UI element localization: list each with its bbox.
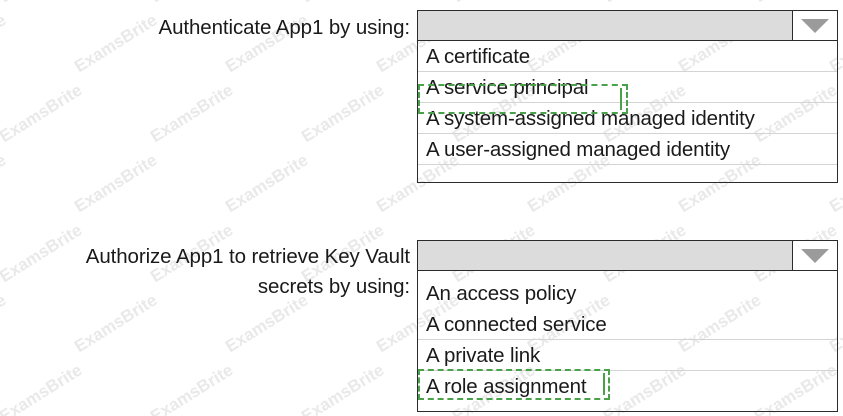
prompt-label-authenticate: Authenticate App1 by using: <box>20 13 411 43</box>
chevron-down-icon[interactable] <box>801 248 829 263</box>
dropdown-authorize-keyvault[interactable]: An access policy A connected service A p… <box>417 240 838 412</box>
prompt-label-line: secrets by using: <box>257 275 410 298</box>
dropdown-selected-value-authenticate[interactable] <box>418 11 793 40</box>
selection-text-caret <box>620 88 622 110</box>
dropdown-toggle-authorize[interactable] <box>793 241 837 270</box>
dropdown-header-authorize[interactable] <box>418 241 837 271</box>
dropdown-authenticate-app1[interactable]: A certificate A service principal A syst… <box>417 10 838 183</box>
dropdown-option[interactable]: A role assignment <box>426 375 587 398</box>
chevron-down-icon[interactable] <box>801 18 829 33</box>
prompt-label-line: Authenticate App1 by using: <box>158 16 411 39</box>
selection-text-caret <box>603 373 605 395</box>
dropdown-header-authenticate[interactable] <box>418 11 837 41</box>
dropdown-toggle-authenticate[interactable] <box>793 11 837 40</box>
dropdown-selected-value-authorize[interactable] <box>418 241 793 270</box>
dropdown-option[interactable]: A connected service <box>418 309 837 340</box>
dropdown-options-authorize[interactable]: An access policy A connected service A p… <box>418 271 837 402</box>
dropdown-option[interactable]: A user-assigned managed identity <box>418 134 837 165</box>
dropdown-option[interactable]: A certificate <box>418 41 837 72</box>
dropdown-option[interactable]: A private link <box>418 340 837 371</box>
prompt-label-line: Authorize App1 to retrieve Key Vault <box>85 245 410 268</box>
dropdown-list-spacer <box>418 165 837 187</box>
prompt-label-authorize: Authorize App1 to retrieve Key Vault sec… <box>20 242 410 302</box>
dropdown-option[interactable]: A system-assigned managed identity <box>418 103 837 134</box>
dropdown-option[interactable]: An access policy <box>426 282 577 305</box>
dropdown-options-authenticate[interactable]: A certificate A service principal A syst… <box>418 41 837 187</box>
question-row-authorize-app1-keyvault: Authorize App1 to retrieve Key Vault sec… <box>0 230 843 416</box>
dropdown-option[interactable]: A service principal <box>418 72 837 103</box>
question-row-authenticate-app1: Authenticate App1 by using: A certificat… <box>0 0 843 200</box>
